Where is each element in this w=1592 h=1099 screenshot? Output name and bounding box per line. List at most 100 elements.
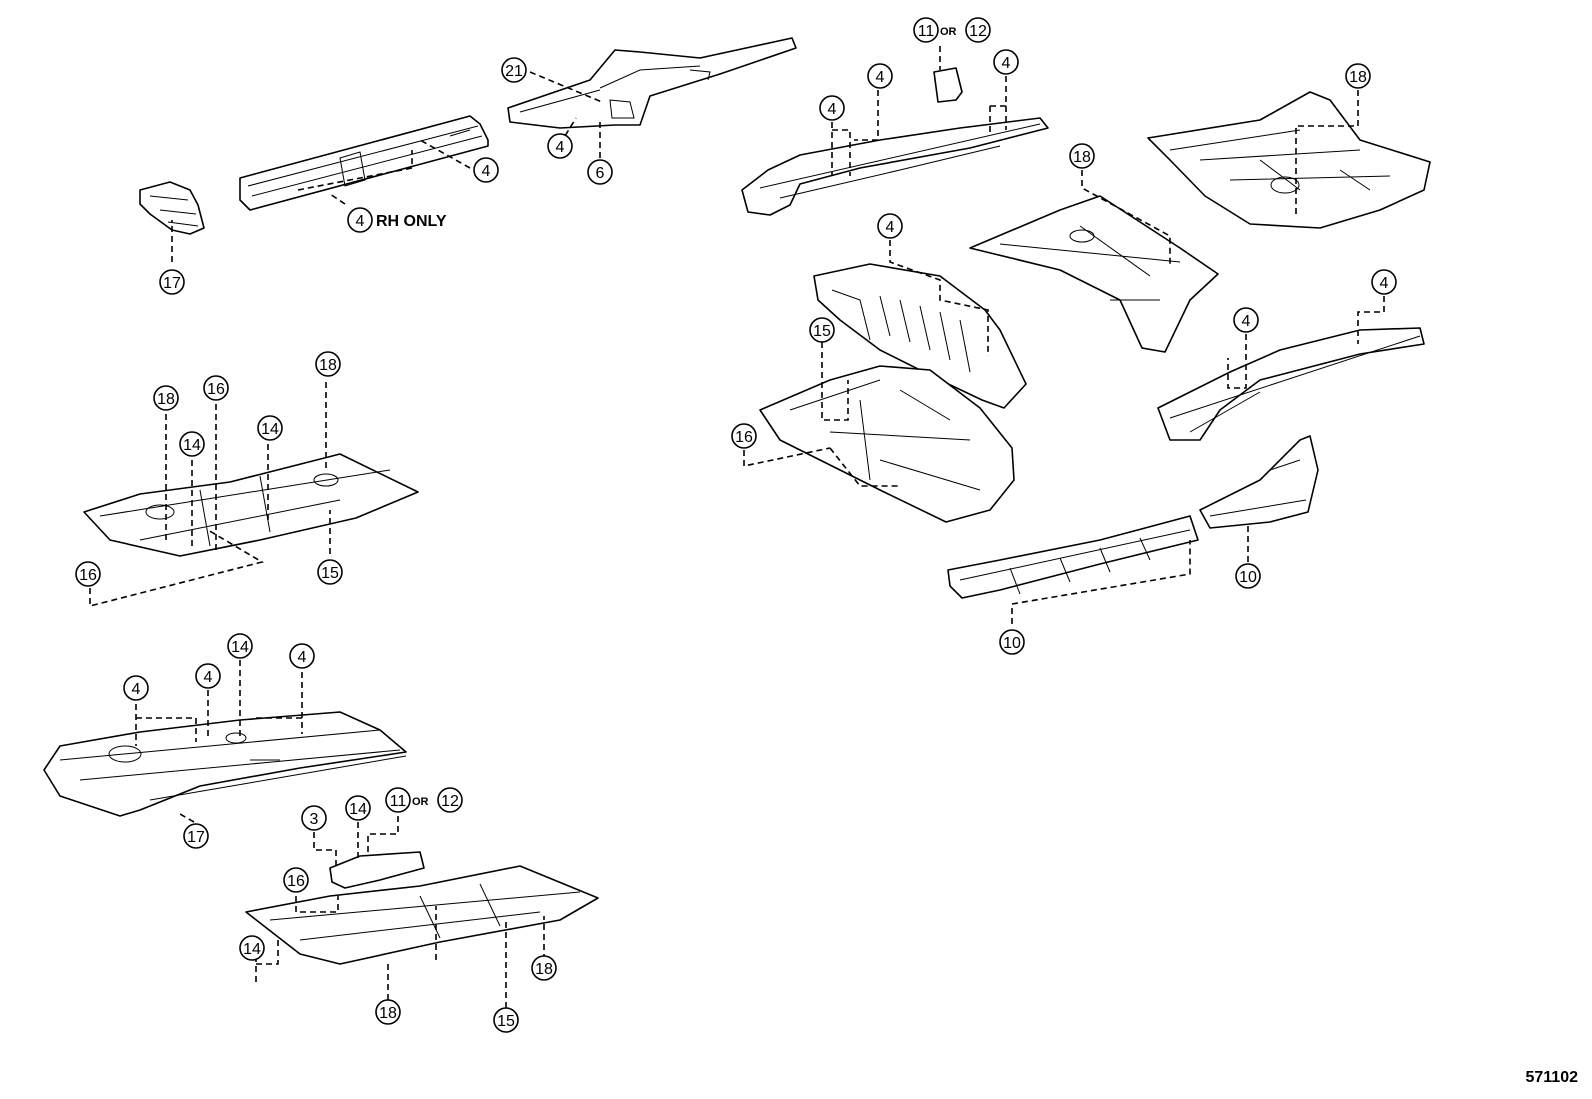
svg-text:12: 12 xyxy=(441,793,459,810)
svg-text:10: 10 xyxy=(1239,569,1257,586)
svg-text:16: 16 xyxy=(287,873,305,890)
rear-side-member xyxy=(1157,327,1425,441)
callout-4-rh-only: 4 RH ONLY xyxy=(347,207,447,233)
svg-text:4: 4 xyxy=(876,69,885,86)
callout-4: 4 xyxy=(195,663,221,689)
callout-18: 18 xyxy=(315,351,341,377)
svg-text:4: 4 xyxy=(1002,55,1011,72)
svg-text:4: 4 xyxy=(1242,313,1251,330)
bracket-3-14 xyxy=(329,851,425,889)
callout-4: 4 xyxy=(123,675,149,701)
callout-16: 16 xyxy=(731,423,757,449)
callout-16: 16 xyxy=(75,561,101,587)
part-shapes xyxy=(43,37,1431,965)
callout-16: 16 xyxy=(283,867,309,893)
callout-4: 4 xyxy=(1233,307,1259,333)
svg-text:4: 4 xyxy=(482,163,491,180)
svg-text:4: 4 xyxy=(356,213,365,230)
front-floor-long xyxy=(43,711,407,817)
side-member-rail xyxy=(239,115,489,211)
rear-floor-pan xyxy=(1147,91,1431,229)
svg-text:4: 4 xyxy=(1380,275,1389,292)
svg-text:11: 11 xyxy=(918,23,935,40)
svg-text:14: 14 xyxy=(261,421,279,438)
callout-4: 4 xyxy=(473,157,499,183)
svg-text:14: 14 xyxy=(183,437,201,454)
callout-10: 10 xyxy=(999,629,1025,655)
svg-text:16: 16 xyxy=(735,429,753,446)
rear-floor-lower xyxy=(759,365,1015,523)
svg-text:17: 17 xyxy=(163,275,181,292)
callout-18: 18 xyxy=(1345,63,1371,89)
callout-4: 4 xyxy=(993,49,1019,75)
callout-18: 18 xyxy=(1069,143,1095,169)
callout-3: 3 xyxy=(301,805,327,831)
callout-4: 4 xyxy=(547,133,573,159)
callout-15: 15 xyxy=(317,559,343,585)
svg-text:14: 14 xyxy=(349,801,367,818)
callout-18: 18 xyxy=(153,385,179,411)
svg-text:16: 16 xyxy=(79,567,97,584)
rocker-inner xyxy=(947,515,1199,599)
callout-6: 6 xyxy=(587,159,613,185)
callout-4: 4 xyxy=(1371,269,1397,295)
svg-text:18: 18 xyxy=(379,1005,397,1022)
callout-18: 18 xyxy=(375,999,401,1025)
callout-14: 14 xyxy=(345,795,371,821)
svg-text:15: 15 xyxy=(497,1013,515,1030)
callout-10: 10 xyxy=(1235,563,1261,589)
callout-21: 21 xyxy=(501,57,527,83)
svg-text:4: 4 xyxy=(298,649,307,666)
svg-text:14: 14 xyxy=(231,639,249,656)
callout-14: 14 xyxy=(227,633,253,659)
callout-17: 17 xyxy=(159,269,185,295)
callout-15: 15 xyxy=(809,317,835,343)
rocker-corner xyxy=(1199,435,1319,529)
callouts: 21 4 6 4 4 RH ONLY 17 4 4 4 11 OR 12 18 … xyxy=(75,17,1397,1033)
front-floor-lower xyxy=(245,865,599,965)
front-floor-left xyxy=(83,453,419,557)
svg-text:OR: OR xyxy=(412,796,429,808)
callout-14: 14 xyxy=(179,431,205,457)
svg-text:4: 4 xyxy=(132,681,141,698)
svg-text:4: 4 xyxy=(556,139,565,156)
callout-4: 4 xyxy=(819,95,845,121)
callout-16: 16 xyxy=(203,375,229,401)
rear-panel-upper xyxy=(813,263,1027,409)
callout-11-or-12-upper: 11 OR 12 xyxy=(913,17,991,43)
callout-14: 14 xyxy=(239,935,265,961)
callout-4: 4 xyxy=(867,63,893,89)
bracket-17-upper xyxy=(139,181,205,235)
svg-text:6: 6 xyxy=(596,165,605,182)
svg-text:4: 4 xyxy=(886,219,895,236)
svg-text:4: 4 xyxy=(204,669,213,686)
svg-text:15: 15 xyxy=(813,323,831,340)
svg-text:21: 21 xyxy=(505,63,523,80)
svg-text:12: 12 xyxy=(969,23,987,40)
svg-text:15: 15 xyxy=(321,565,339,582)
callout-18: 18 xyxy=(531,955,557,981)
svg-text:18: 18 xyxy=(535,961,553,978)
callout-17: 17 xyxy=(183,823,209,849)
svg-text:18: 18 xyxy=(319,357,337,374)
diagram-number: 571102 xyxy=(1525,1069,1578,1086)
svg-text:18: 18 xyxy=(1073,149,1091,166)
callout-11-or-12-lower: 11 OR 12 xyxy=(385,787,463,813)
callout-4: 4 xyxy=(289,643,315,669)
svg-text:11: 11 xyxy=(390,793,407,810)
side-member-rear xyxy=(741,117,1049,216)
callout-14: 14 xyxy=(257,415,283,441)
svg-text:18: 18 xyxy=(1349,69,1367,86)
svg-text:10: 10 xyxy=(1003,635,1021,652)
svg-text:3: 3 xyxy=(310,811,319,828)
svg-text:4: 4 xyxy=(828,101,837,118)
bracket-11-12-upper xyxy=(933,67,963,103)
svg-text:18: 18 xyxy=(157,391,175,408)
callout-4: 4 xyxy=(877,213,903,239)
svg-text:16: 16 xyxy=(207,381,225,398)
center-floor-panel xyxy=(969,195,1219,353)
svg-text:14: 14 xyxy=(243,941,261,958)
svg-text:17: 17 xyxy=(187,829,205,846)
